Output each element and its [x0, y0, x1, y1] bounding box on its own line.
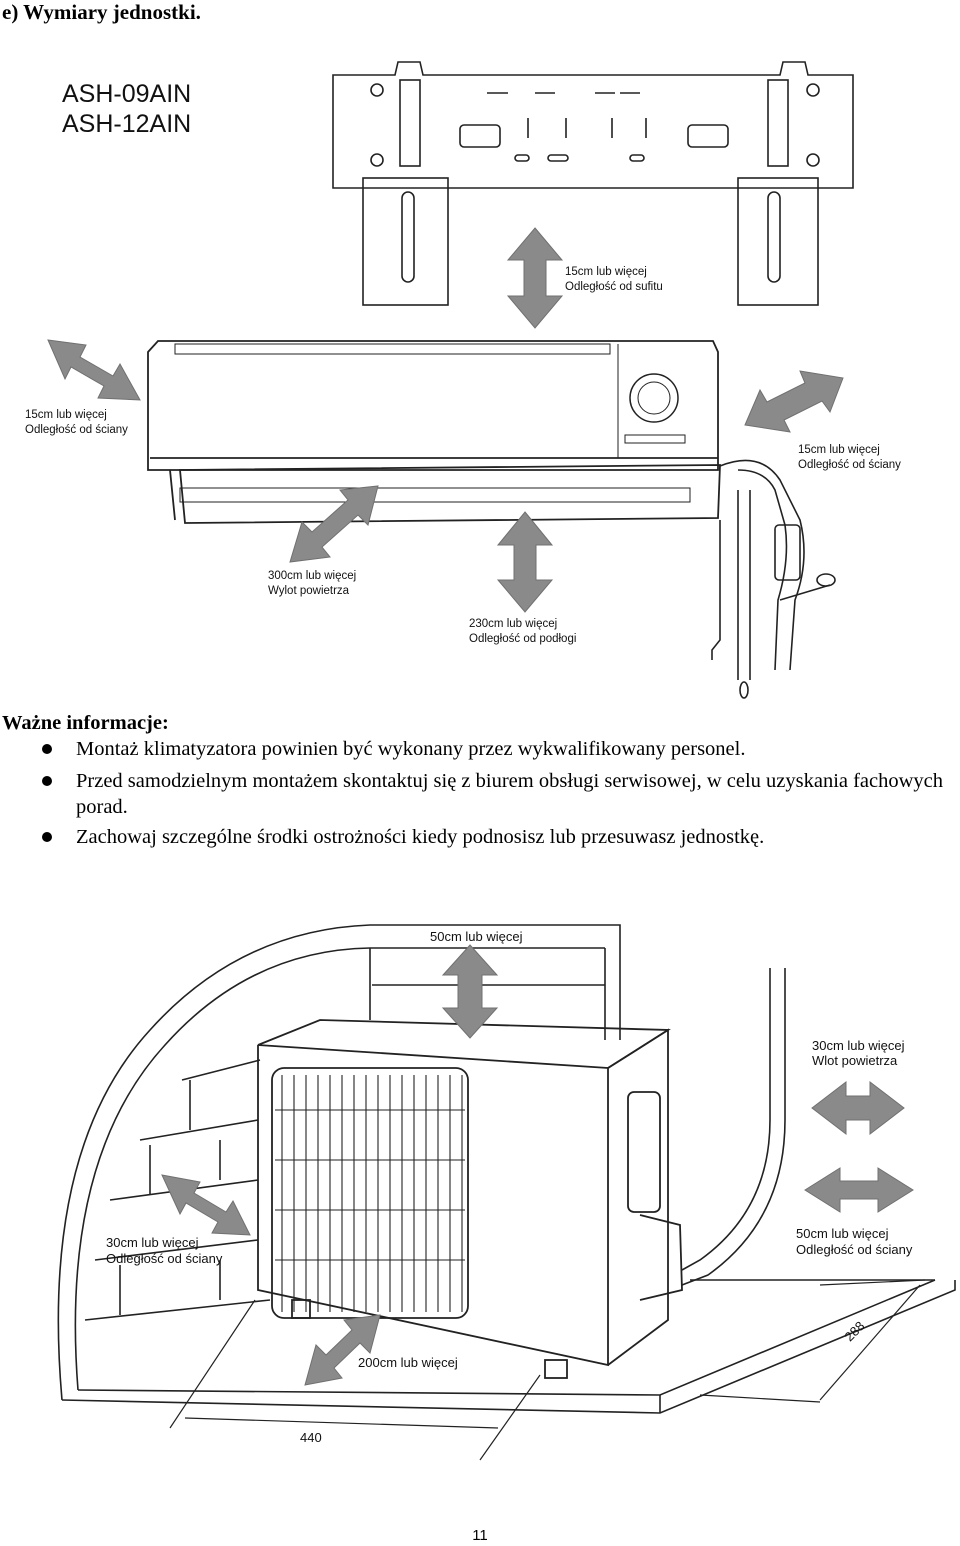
label-ceiling-1: 15cm lub więcej [565, 266, 647, 278]
bullet-dot-3 [42, 832, 52, 842]
indoor-unit-figure: ASH-09AIN ASH-12AIN [25, 61, 901, 699]
mounting-plate [332, 61, 854, 306]
wall-enclosure [57, 924, 956, 1414]
label-inlet-1: 30cm lub więcej [812, 1038, 905, 1053]
info-bullet-3: Zachowaj szczególne środki ostrożności k… [76, 826, 765, 848]
dimension-440: 440 [300, 1430, 322, 1445]
label-ceiling-2: Odległość od sufitu [565, 281, 663, 293]
label-wall-right-1: 15cm lub więcej [798, 444, 880, 456]
arrow-air-outlet [289, 485, 379, 563]
arrow-wall-right-out [804, 1167, 914, 1213]
model-label-2: ASH-12AIN [62, 110, 191, 138]
arrow-wall-left-out [161, 1174, 251, 1236]
arrow-wall-left [47, 339, 141, 401]
label-wall-left-out-1: 30cm lub więcej [106, 1235, 199, 1250]
section-heading: e) Wymiary jednostki. [2, 0, 201, 24]
clearance-arrows-outdoor [161, 944, 914, 1386]
label-wall-right-out-1: 50cm lub więcej [796, 1226, 889, 1241]
model-label-1: ASH-09AIN [62, 80, 191, 108]
arrow-inlet [811, 1080, 905, 1136]
page-number: 11 [472, 1527, 488, 1544]
label-air-outlet-2: Wylot powietrza [268, 585, 350, 597]
label-wall-left-1: 15cm lub więcej [25, 409, 107, 421]
outdoor-unit [257, 1019, 683, 1379]
info-bullet-1: Montaż klimatyzatora powinien być wykona… [76, 738, 746, 760]
dimension-288: 288 [842, 1318, 868, 1344]
clearance-arrows-indoor [47, 227, 844, 613]
label-air-outlet-1: 300cm lub więcej [268, 570, 356, 582]
label-front: 200cm lub więcej [358, 1355, 458, 1370]
arrow-top [441, 944, 499, 1039]
label-inlet-2: Wlot powietrza [812, 1053, 898, 1068]
pipe-assembly [711, 459, 836, 699]
bullet-dot-2 [42, 776, 52, 786]
label-wall-left-out-2: Odległość od ściany [106, 1251, 223, 1266]
outdoor-unit-figure: 440 288 50cm lub więcej 30cm lub więcej … [57, 924, 956, 1461]
indoor-unit [147, 340, 721, 524]
label-wall-right-out-2: Odległość od ściany [796, 1242, 913, 1257]
info-bullet-2: Przed samodzielnym montażem skontaktuj s… [76, 770, 944, 818]
bullet-dot-1 [42, 744, 52, 754]
label-floor-1: 230cm lub więcej [469, 618, 557, 630]
arrow-floor [496, 511, 554, 613]
label-wall-right-2: Odległość od ściany [798, 459, 901, 471]
label-wall-left-2: Odległość od ściany [25, 424, 128, 436]
info-title: Ważne informacje: [2, 712, 169, 734]
arrow-ceiling [506, 227, 564, 329]
label-floor-2: Odległość od podłogi [469, 633, 576, 645]
arrow-front [304, 1314, 381, 1386]
dimension-lines [169, 1279, 926, 1461]
outdoor-pipe [681, 968, 786, 1286]
arrow-wall-right [744, 370, 844, 433]
label-top: 50cm lub więcej [430, 929, 523, 944]
